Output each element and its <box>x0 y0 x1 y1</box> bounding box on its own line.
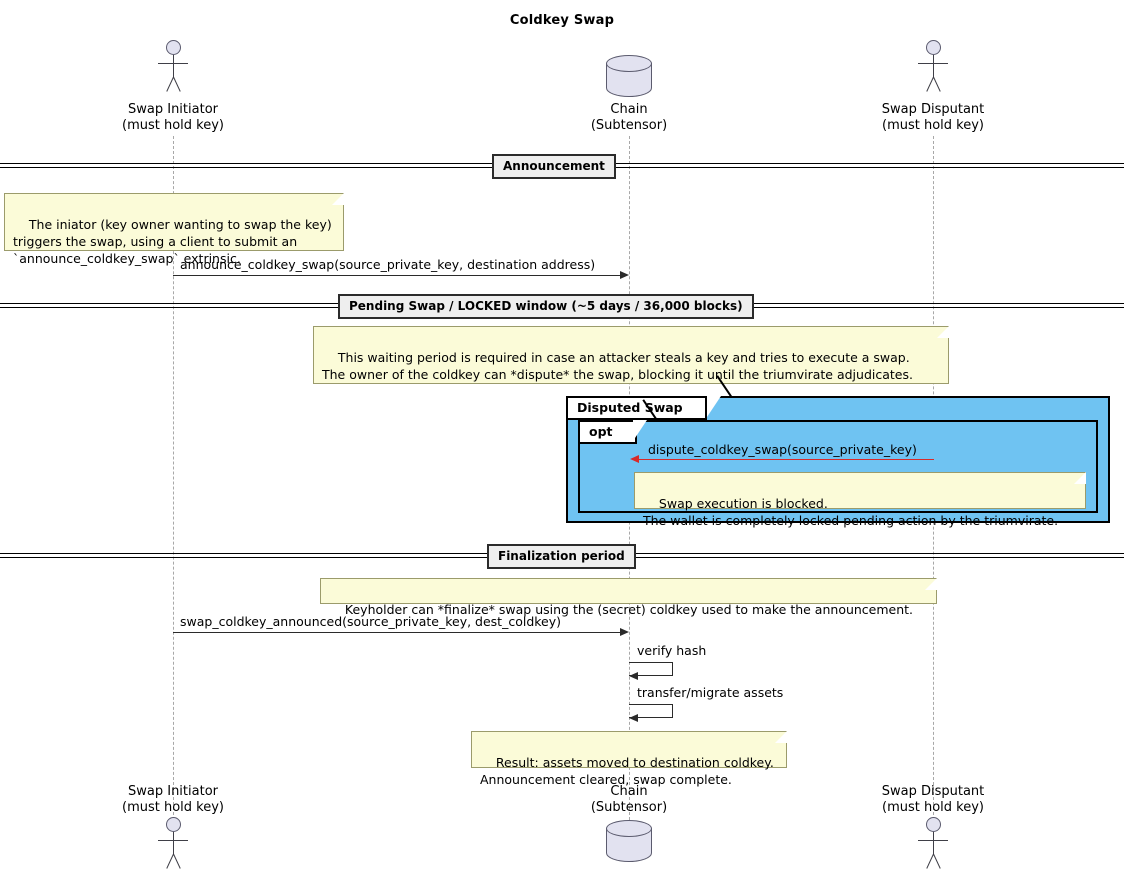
message-label-swap-announced: swap_coldkey_announced(source_private_ke… <box>180 614 562 629</box>
participant-name: Swap Initiator <box>128 102 218 117</box>
divider-announcement: Announcement <box>492 154 616 179</box>
note-fold-icon <box>1074 472 1086 484</box>
participant-label-initiator-bottom: Swap Initiator (must hold key) <box>73 784 273 816</box>
participant-label-chain-top: Chain (Subtensor) <box>529 102 729 134</box>
lifeline-initiator <box>173 136 174 820</box>
database-chain-top <box>606 55 652 97</box>
db-top-ellipse <box>606 55 652 72</box>
participant-label-chain-bottom: Chain (Subtensor) <box>529 784 729 816</box>
database-chain-bottom <box>606 820 652 862</box>
participant-label-initiator-top: Swap Initiator (must hold key) <box>73 102 273 134</box>
note-text: Keyholder can *finalize* swap using the … <box>344 602 914 617</box>
message-line-swap-announced <box>173 632 620 633</box>
self-message-loop-transfer-assets <box>629 704 673 718</box>
participant-subtitle: (must hold key) <box>882 118 984 133</box>
participant-label-disputant-top: Swap Disputant (must hold key) <box>833 102 1033 134</box>
divider-finalization: Finalization period <box>487 544 636 569</box>
participant-name: Swap Initiator <box>128 784 218 799</box>
note-text: Result: assets moved to destination cold… <box>480 755 774 787</box>
participant-name: Chain <box>610 784 648 799</box>
note-waiting-period: This waiting period is required in case … <box>313 326 949 384</box>
note-result: Result: assets moved to destination cold… <box>471 731 787 787</box>
message-label-announce: announce_coldkey_swap(source_private_key… <box>180 257 596 272</box>
group-label-opt: opt <box>578 420 637 444</box>
message-arrowhead-swap-announced <box>620 628 629 636</box>
group-label-disputed-swap: Disputed Swap <box>566 396 707 420</box>
participant-subtitle: (Subtensor) <box>590 118 668 133</box>
self-message-arrowhead-transfer-assets <box>629 714 638 722</box>
message-label-verify-hash: verify hash <box>637 643 707 658</box>
message-line-announce <box>173 275 620 276</box>
message-arrowhead-announce <box>620 271 629 279</box>
group-tab-cut <box>707 396 721 417</box>
group-tab-cut <box>633 420 647 441</box>
self-message-loop-verify-hash <box>629 662 673 676</box>
participant-subtitle: (must hold key) <box>122 800 224 815</box>
note-initiator: The iniator (key owner wanting to swap t… <box>4 193 344 266</box>
note-fold-icon <box>332 193 344 205</box>
note-fold-icon <box>925 578 937 590</box>
db-top-ellipse <box>606 820 652 837</box>
participant-subtitle: (must hold key) <box>882 800 984 815</box>
page-title: Coldkey Swap <box>509 13 615 28</box>
note-keyholder: Keyholder can *finalize* swap using the … <box>320 578 937 617</box>
message-label-transfer-assets: transfer/migrate assets <box>637 685 784 700</box>
note-text: The iniator (key owner wanting to swap t… <box>13 217 332 266</box>
self-message-arrowhead-verify-hash <box>629 672 638 680</box>
note-swap-blocked: Swap execution is blocked. The wallet is… <box>634 472 1086 528</box>
participant-name: Chain <box>610 102 648 117</box>
divider-pending-swap: Pending Swap / LOCKED window (~5 days / … <box>338 294 754 319</box>
participant-subtitle: (Subtensor) <box>590 800 668 815</box>
note-text: This waiting period is required in case … <box>322 350 913 382</box>
participant-name: Swap Disputant <box>881 784 985 799</box>
message-label-dispute: dispute_coldkey_swap(source_private_key) <box>648 442 917 457</box>
note-fold-icon <box>775 731 787 743</box>
message-arrowhead-dispute <box>630 455 639 463</box>
message-line-dispute <box>638 459 934 460</box>
participant-name: Swap Disputant <box>881 102 985 117</box>
participant-label-disputant-bottom: Swap Disputant (must hold key) <box>833 784 1033 816</box>
note-text: Swap execution is blocked. The wallet is… <box>643 496 1059 528</box>
note-fold-icon <box>937 326 949 338</box>
participant-subtitle: (must hold key) <box>122 118 224 133</box>
